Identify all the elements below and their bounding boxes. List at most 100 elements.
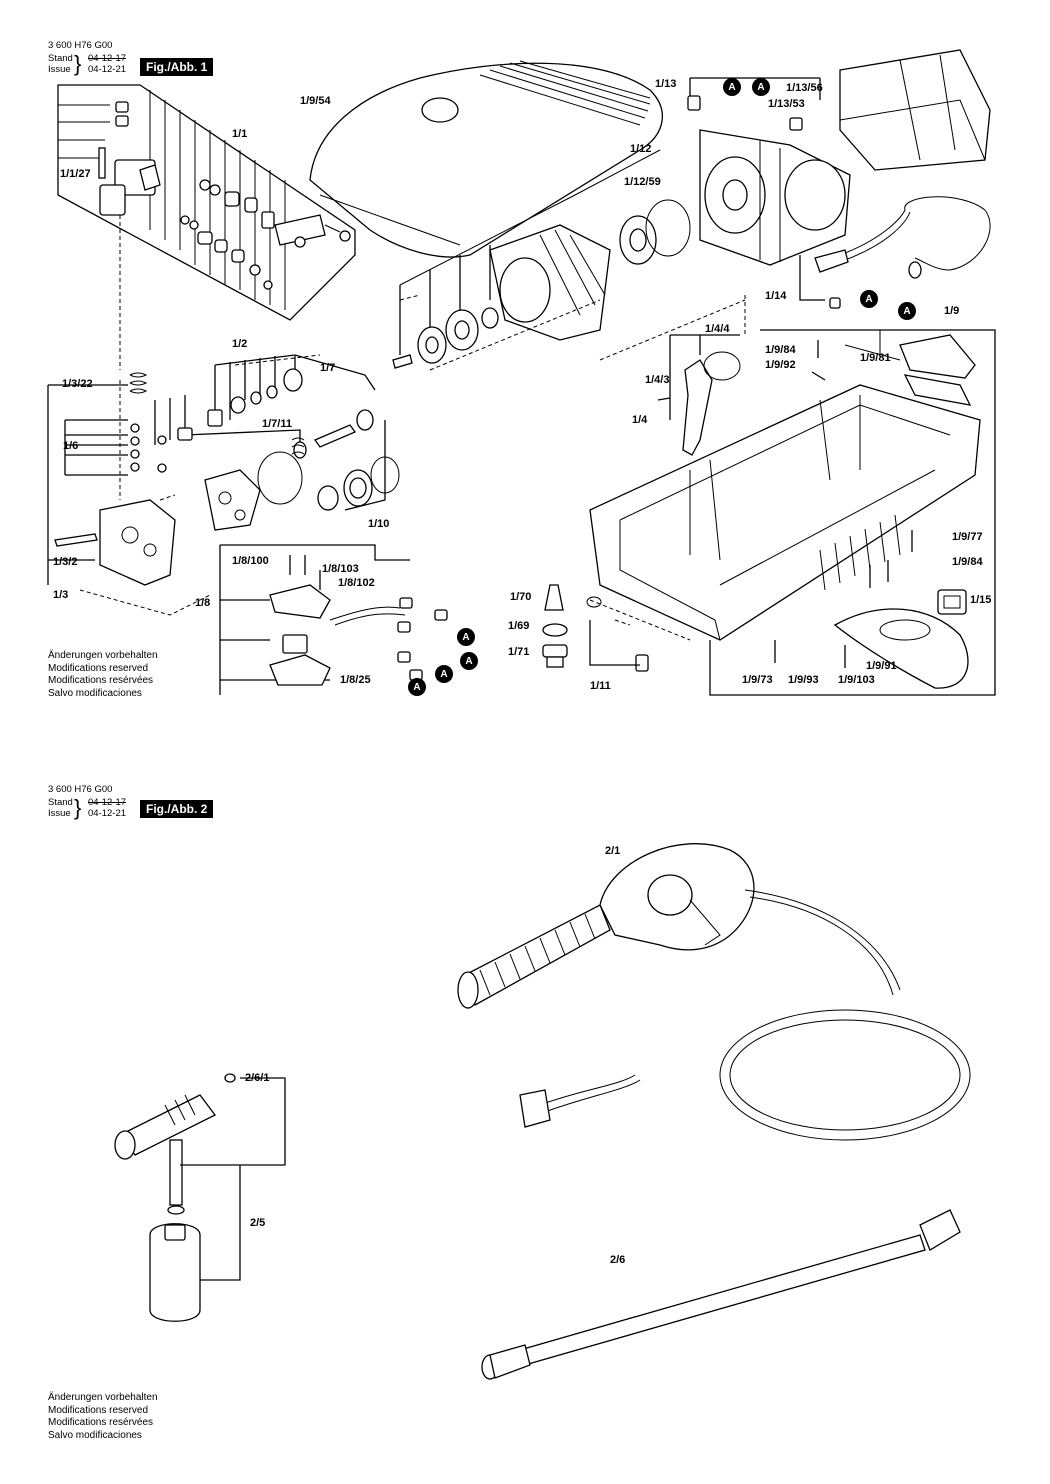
part-label: 1/3 xyxy=(53,589,69,601)
modifications-note-2: Änderungen vorbehalten Modifications res… xyxy=(48,1392,158,1442)
note-line: Änderungen vorbehalten xyxy=(48,1392,158,1403)
switch-assembly-lines xyxy=(219,544,410,695)
stand-date-2: 04-12-17 xyxy=(88,797,127,808)
motor-part xyxy=(687,77,851,266)
fittings-part xyxy=(542,584,649,672)
connector-marker-a: A xyxy=(860,290,878,308)
connector-marker-a: A xyxy=(752,78,770,96)
part-label: 1/9/103 xyxy=(838,674,875,686)
part-label: 1/3/22 xyxy=(62,378,93,390)
part-label: 1/2 xyxy=(232,338,248,350)
check-valves-parts xyxy=(47,384,167,585)
issue-date: 04-12-21 xyxy=(88,64,127,75)
note-line: Salvo modificaciones xyxy=(48,687,142,699)
part-label: 1/8/103 xyxy=(322,563,359,575)
stand-date: 04-12-17 xyxy=(88,53,127,64)
switch-assembly-parts xyxy=(269,584,448,686)
part-label: 1/8/102 xyxy=(338,577,375,589)
pump-head-lines xyxy=(154,354,386,511)
lance-part xyxy=(481,1209,961,1380)
issue-label-2: Issue xyxy=(48,808,71,819)
part-label: 1/7/11 xyxy=(262,418,292,430)
part-label: 1/13/53 xyxy=(768,98,805,110)
note-line: Modifications reserved xyxy=(48,1404,149,1416)
part-label: 1/8 xyxy=(195,597,211,609)
connector-marker-a: A xyxy=(460,652,478,670)
spray-gun-part xyxy=(457,843,755,1009)
note-line: Modifications resérvées xyxy=(48,1417,154,1428)
power-cord-part xyxy=(799,196,991,309)
stand-label: Stand xyxy=(48,53,73,64)
doc-number-2: 3 600 H76 G00 xyxy=(48,784,113,795)
handle-cap-part xyxy=(844,330,976,406)
base-housing-part xyxy=(589,384,981,641)
part-label: 1/9/84 xyxy=(952,556,983,568)
issue-date-2: 04-12-21 xyxy=(88,808,127,819)
lance-holder-part xyxy=(657,334,741,456)
part-label: 2/1 xyxy=(605,845,621,857)
figure-tag-1: Fig./Abb. 1 xyxy=(140,58,214,76)
pump-head-parts xyxy=(177,368,400,531)
part-label: 1/71 xyxy=(508,646,530,658)
doc-number: 3 600 H76 G00 xyxy=(48,40,113,51)
valve-small-parts xyxy=(180,179,351,290)
connector-marker-a: A xyxy=(408,678,426,696)
connector-marker-a: A xyxy=(435,665,453,683)
part-label: 2/5 xyxy=(250,1217,266,1229)
note-line: Änderungen vorbehalten xyxy=(48,650,158,661)
part-label: 1/13 xyxy=(655,78,677,90)
part-label: 1/7 xyxy=(320,362,336,374)
part-label: 1/9/93 xyxy=(788,674,819,686)
part-label: 1/12/59 xyxy=(624,176,661,188)
foot-pad-part xyxy=(833,608,969,689)
top-cover-part xyxy=(309,60,663,258)
part-label: 1/11 xyxy=(590,680,611,692)
part-label: 1/8/25 xyxy=(340,674,371,686)
connector-marker-a: A xyxy=(898,302,916,320)
brace-icon-2: } xyxy=(74,795,82,820)
part-label: 1/9/77 xyxy=(952,531,983,543)
modifications-note-1: Änderungen vorbehalten Modifications res… xyxy=(48,650,158,700)
connector-marker-a: A xyxy=(457,628,475,646)
connector-marker-a: A xyxy=(723,78,741,96)
bearings-part xyxy=(392,307,499,369)
hose-part xyxy=(519,889,971,1141)
part-label: 1/1/27 xyxy=(60,168,91,180)
brace-icon: } xyxy=(74,51,82,76)
part-label: 1/10 xyxy=(368,518,390,530)
part-label: 1/69 xyxy=(508,620,530,632)
part-label: 1/8/100 xyxy=(232,555,269,567)
part-label: 1/4/3 xyxy=(645,374,670,386)
part-label: 1/14 xyxy=(765,290,787,302)
part-label: 1/12 xyxy=(630,143,652,155)
spring-parts xyxy=(129,372,305,455)
part-label: 1/9/91 xyxy=(866,660,897,672)
note-line: Salvo modificaciones xyxy=(48,1429,142,1441)
part-label: 1/3/2 xyxy=(53,556,78,568)
figure-tag-2: Fig./Abb. 2 xyxy=(140,800,214,818)
pump-housing-part xyxy=(399,149,661,355)
valve-block-part xyxy=(98,101,326,246)
issue-label: Issue xyxy=(48,64,71,75)
part-label: 1/4 xyxy=(632,414,648,426)
note-line: Modifications resérvées xyxy=(48,675,154,686)
part-label: 1/9/84 xyxy=(765,344,796,356)
part-label: 1/9/81 xyxy=(860,352,891,364)
part-label: 2/6/1 xyxy=(245,1072,270,1084)
part-label: 1/6 xyxy=(63,440,79,452)
screws-part xyxy=(774,340,913,668)
part-label: 1/9 xyxy=(944,305,960,317)
part-label: 1/4/4 xyxy=(705,323,730,335)
note-line: Modifications reserved xyxy=(48,662,149,674)
part-label: 1/15 xyxy=(970,594,992,606)
part-label: 1/70 xyxy=(510,591,532,603)
pump-body-part xyxy=(48,499,176,586)
part-label: 1/9/92 xyxy=(765,359,796,371)
motor-cover-part xyxy=(839,49,991,171)
part-label: 1/13/56 xyxy=(786,82,823,94)
gear-part xyxy=(619,199,691,265)
part-label: 2/6 xyxy=(610,1254,626,1266)
foam-nozzle-part xyxy=(114,1073,286,1322)
switch-part xyxy=(937,589,967,615)
